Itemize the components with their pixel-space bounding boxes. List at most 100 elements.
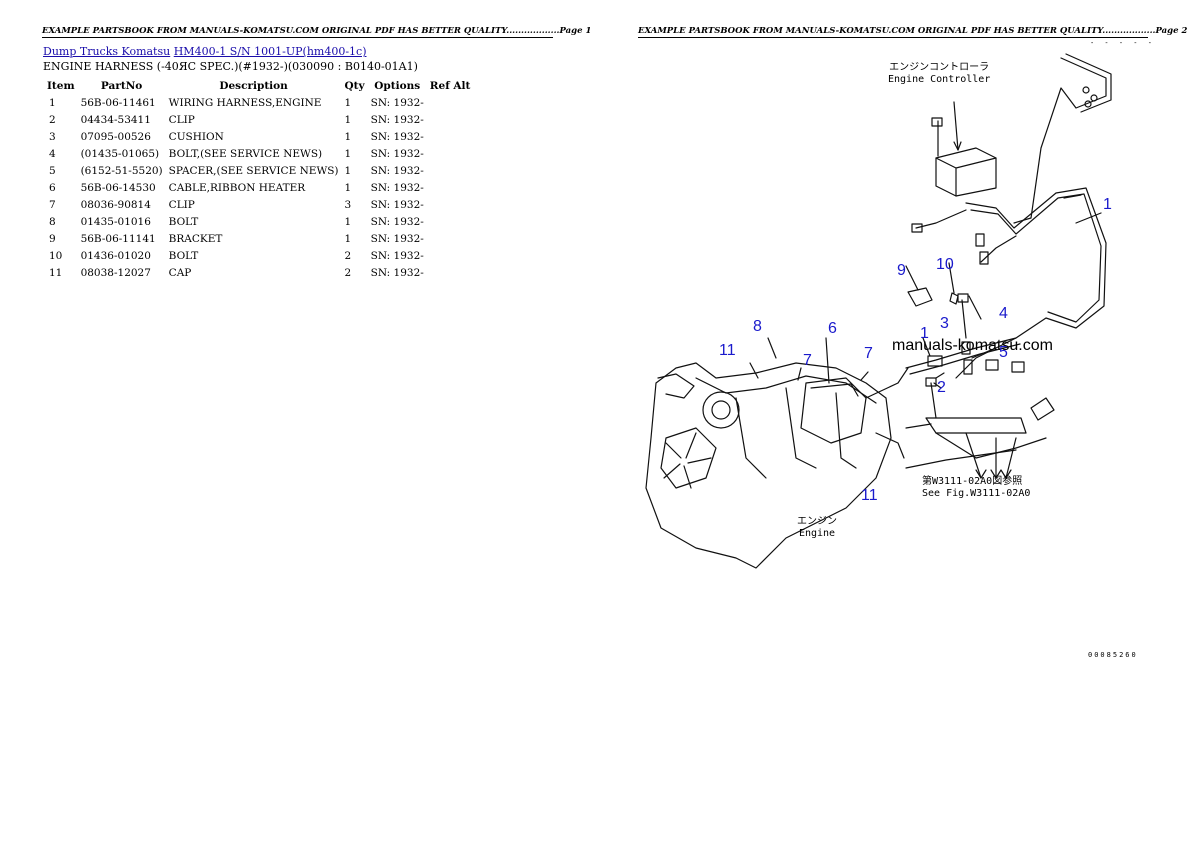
cell-qty: 2: [344, 266, 352, 279]
cell-qty: 1: [344, 147, 352, 160]
controller-label-jp: エンジンコントローラ: [889, 62, 990, 73]
cell-item: 3: [49, 130, 56, 143]
callout-1[interactable]: 1: [1103, 196, 1112, 213]
cell-options: SN: 1932-: [370, 181, 424, 194]
cell-item: 9: [49, 232, 56, 245]
cell-partno: 56B-06-14530: [80, 181, 156, 194]
cell-item: 10: [49, 249, 63, 262]
leader-line: [971, 349, 992, 359]
leader-line: [922, 337, 931, 357]
cell-refalt: [427, 94, 474, 111]
connector: [975, 233, 985, 247]
cell-description: CAP: [168, 266, 192, 279]
ref-arrowheads: [975, 469, 1012, 479]
harness-end: [935, 432, 1047, 459]
cell-refalt: [427, 213, 474, 230]
cell-item: 2: [49, 113, 56, 126]
cell-options: SN: 1932-: [370, 113, 424, 126]
callout-2[interactable]: 2: [937, 379, 946, 396]
cell-item: 4: [49, 147, 56, 160]
callout-10[interactable]: 10: [936, 256, 954, 273]
page-banner-1: EXAMPLE PARTSBOOK FROM MANUALS-KOMATSU.C…: [42, 26, 592, 38]
callout-7[interactable]: 7: [864, 345, 873, 362]
callout-5[interactable]: 5: [999, 344, 1008, 361]
pipe-fitting: [1090, 94, 1098, 102]
callout-8[interactable]: 8: [753, 318, 762, 335]
cell-refalt: [427, 196, 474, 213]
fan-blades: [663, 432, 712, 489]
wiring-harness-loop-inner: [970, 193, 1102, 323]
bolt-4: [961, 299, 967, 339]
leader-line: [860, 371, 869, 381]
cell-description: CABLE,RIBBON HEATER: [168, 181, 306, 194]
callout-7[interactable]: 7: [803, 352, 812, 369]
cell-refalt: [427, 162, 474, 179]
engine-label-jp: エンジン: [797, 516, 837, 527]
cell-description: SPACER,(SEE SERVICE NEWS): [168, 164, 339, 177]
cell-partno: 07095-00526: [80, 130, 151, 143]
breadcrumb-link-model[interactable]: HM400-1 S/N 1001-UP(hm400-1c): [173, 45, 367, 58]
callout-4[interactable]: 4: [999, 305, 1008, 322]
leader-line: [968, 295, 982, 320]
leader-line: [1075, 212, 1102, 224]
fuel-pipe-outer: [1065, 53, 1112, 113]
turbocharger-inner: [711, 400, 731, 420]
cell-description: BOLT,(SEE SERVICE NEWS): [168, 147, 323, 160]
callout-1[interactable]: 1: [920, 325, 929, 342]
cell-item: 8: [49, 215, 56, 228]
bolt-2: [930, 382, 937, 419]
engine-block: [645, 362, 892, 569]
cell-partno: (6152-51-5520): [80, 164, 163, 177]
cell-options: SN: 1932-: [370, 215, 424, 228]
engine-controller: [935, 147, 997, 197]
engine-label: エンジン Engine: [797, 516, 837, 540]
callout-11[interactable]: 11: [719, 342, 736, 359]
pipe-fitting: [1082, 86, 1090, 94]
pipe-fitting: [1084, 100, 1092, 108]
cell-description: BRACKET: [168, 232, 223, 245]
engine-controller-edges: [935, 157, 997, 197]
bolt-head: [911, 223, 923, 233]
callout-3[interactable]: 3: [940, 315, 949, 332]
breadcrumb-link-category[interactable]: Dump Trucks Komatsu: [43, 45, 171, 58]
cell-item: 1: [49, 96, 56, 109]
cell-partno: 08038-12027: [80, 266, 151, 279]
cell-refalt: [427, 247, 474, 264]
cell-refalt: [427, 230, 474, 247]
bolt-lower: [905, 423, 932, 429]
column-header-partno: PartNo: [100, 79, 143, 92]
arrow-head: [953, 141, 962, 151]
controller-label-en: Engine Controller: [888, 74, 991, 85]
cell-qty: 1: [344, 96, 352, 109]
callout-6[interactable]: 6: [828, 320, 837, 337]
cell-qty: 1: [344, 215, 352, 228]
ribbon-heater-edge: [810, 383, 859, 397]
reference-label: 第W3111-02A0図参照 See Fig.W3111-02A0: [922, 476, 1030, 500]
fuel-pipe: [1013, 57, 1107, 224]
cell-description: CUSHION: [168, 130, 224, 143]
cell-qty: 1: [344, 130, 352, 143]
leader-line: [767, 337, 777, 359]
leader-line: [875, 432, 905, 459]
callout-9[interactable]: 9: [897, 262, 906, 279]
intake-elbow: [657, 373, 695, 399]
figure-code: 00085260: [1088, 651, 1138, 659]
cell-options: SN: 1932-: [370, 164, 424, 177]
cell-refalt: [427, 145, 474, 162]
leader-line: [825, 337, 830, 384]
cell-item: 6: [49, 181, 56, 194]
callout-11[interactable]: 11: [861, 487, 878, 504]
bracket: [907, 287, 933, 307]
clip: [985, 359, 999, 371]
column-header-item: Item: [47, 79, 75, 92]
controller-label: エンジンコントローラ Engine Controller: [888, 62, 990, 86]
cell-options: SN: 1932-: [370, 147, 424, 160]
cell-options: SN: 1932-: [370, 96, 424, 109]
cell-refalt: [427, 128, 474, 145]
table-row: 5(6152-51-5520)SPACER,(SEE SERVICE NEWS)…: [44, 162, 473, 179]
